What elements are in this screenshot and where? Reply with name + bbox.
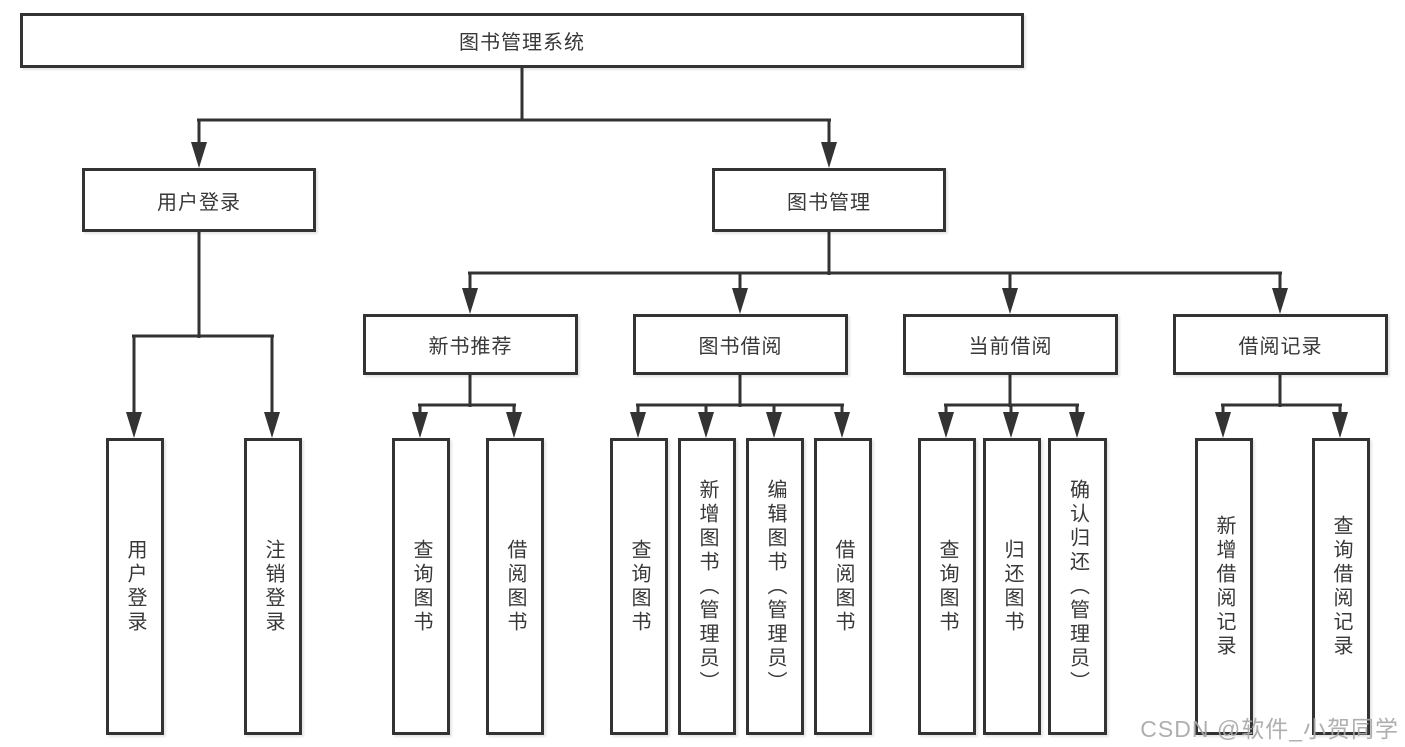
leaf-confirm-return-admin: 确认归还（管理员）	[1048, 438, 1107, 735]
leaf-borrow-books-recommend: 借阅图书	[486, 438, 544, 735]
leaf-return-books: 归还图书	[983, 438, 1041, 735]
csdn-watermark: CSDN @软件_小贺同学	[1140, 716, 1399, 742]
node-book-management: 图书管理	[712, 168, 946, 232]
arrowheads	[126, 142, 1348, 438]
leaf-add-borrow-record: 新增借阅记录	[1195, 438, 1253, 735]
node-current-borrowing: 当前借阅	[903, 314, 1118, 375]
node-new-book-recommend: 新书推荐	[363, 314, 578, 375]
leaf-logout: 注销登录	[244, 438, 302, 735]
node-user-login-group: 用户登录	[82, 168, 316, 232]
leaf-query-books-borrowing: 查询图书	[610, 438, 668, 735]
node-book-borrowing: 图书借阅	[633, 314, 848, 375]
leaf-user-login: 用户登录	[106, 438, 164, 735]
node-root-system: 图书管理系统	[20, 13, 1024, 68]
leaf-query-books-current: 查询图书	[918, 438, 976, 735]
leaf-edit-books-admin: 编辑图书（管理员）	[746, 438, 804, 735]
leaf-query-borrow-record: 查询借阅记录	[1312, 438, 1370, 735]
leaf-query-books-recommend: 查询图书	[392, 438, 450, 735]
leaf-borrow-books: 借阅图书	[814, 438, 872, 735]
node-borrow-records: 借阅记录	[1173, 314, 1388, 375]
leaf-add-books-admin: 新增图书（管理员）	[678, 438, 736, 735]
